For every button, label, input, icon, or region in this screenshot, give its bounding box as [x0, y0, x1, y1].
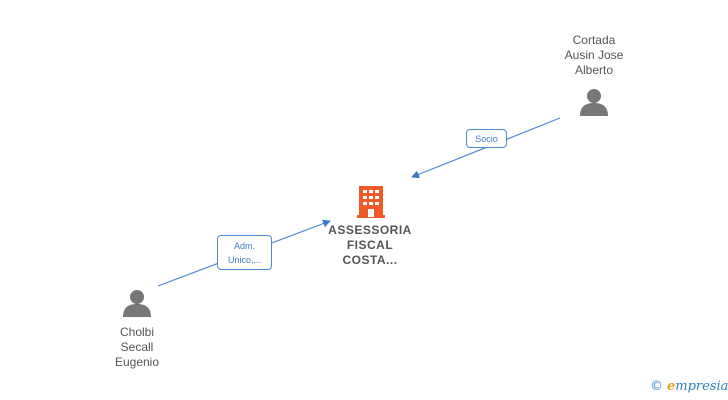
person-top-label-line: Cortada — [572, 33, 616, 47]
person-icon[interactable] — [580, 89, 608, 116]
company-label-line: ASSESSORIA — [328, 223, 412, 237]
building-icon[interactable] — [357, 186, 385, 218]
person-bottom-label-line: Secall — [120, 340, 154, 354]
person-bottom-label-line: Eugenio — [114, 355, 160, 369]
brand-name: mpresia — [675, 379, 728, 394]
person-top-label-line: Ausin Jose — [564, 48, 624, 62]
company-label-line: FISCAL — [346, 238, 394, 252]
empresia-logo: © empresia — [650, 379, 728, 394]
person-bottom-label[interactable]: Cholbi Secall Eugenio — [92, 325, 182, 370]
person-bottom-label-line: Cholbi — [119, 325, 155, 339]
person-top-label-line: Alberto — [574, 63, 614, 77]
edge-label-socio[interactable]: Socio — [466, 129, 507, 148]
person-icon[interactable] — [123, 290, 151, 317]
edge-label-adm-line: Adm. — [233, 241, 255, 251]
person-top-label[interactable]: Cortada Ausin Jose Alberto — [548, 33, 640, 78]
brand-initial: e — [667, 379, 676, 394]
company-label[interactable]: ASSESSORIA FISCAL COSTA... — [318, 223, 422, 268]
edge-label-adm-line: Unico,... — [227, 255, 261, 265]
edge-label-adm[interactable]: Adm. Unico,... — [217, 235, 272, 270]
copyright-icon: © — [650, 379, 663, 394]
edge-label-socio-text: Socio — [475, 134, 498, 144]
company-label-line: COSTA... — [342, 253, 398, 267]
